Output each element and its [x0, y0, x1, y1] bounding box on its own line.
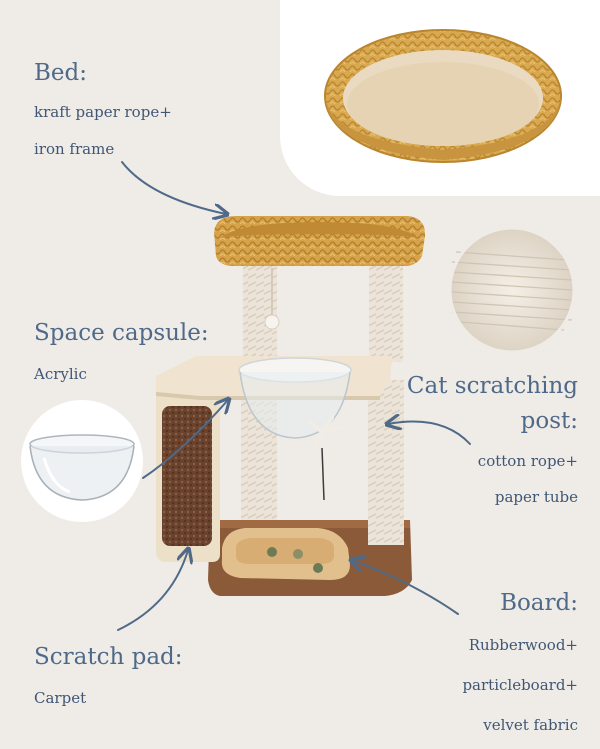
- feather-toy: [308, 416, 342, 446]
- arrow-pad: [117, 550, 188, 631]
- post-material-1: cotton rope+: [477, 452, 578, 470]
- pom-pom-toy: [264, 314, 280, 330]
- arrow-bed: [121, 161, 226, 214]
- ball-track-toy: [221, 528, 350, 580]
- top-bed: [214, 216, 426, 266]
- arrow-board: [352, 560, 459, 615]
- lower-post-right: [368, 380, 404, 545]
- cotton-rope-swatch: [448, 226, 576, 354]
- post-title-line-1: Cat scratching: [406, 373, 578, 399]
- post-label-block: Cat scratching post: cotton rope+ paper …: [407, 369, 578, 511]
- board-label-block: Board: Rubberwood+ particleboard+ velvet…: [462, 590, 578, 738]
- acrylic-capsule: [238, 357, 352, 439]
- board-title: Board:: [500, 590, 578, 616]
- upper-post-right: [369, 262, 403, 362]
- side-panel: [156, 392, 220, 562]
- pad-title: Scratch pad:: [34, 644, 183, 670]
- board-material-2: particleboard+: [462, 675, 578, 694]
- bed-material-2: iron frame: [34, 140, 115, 159]
- board-material-3: velvet fabric: [483, 716, 578, 735]
- bed-title: Bed:: [34, 60, 87, 86]
- capsule-material: Acrylic: [34, 364, 87, 383]
- bed-material-1: kraft paper rope+: [34, 102, 172, 121]
- bed-detail-card: [280, 0, 600, 196]
- arrow-post: [388, 422, 471, 445]
- post-title-line-2: post:: [520, 407, 578, 434]
- bed-label-block: Bed: kraft paper rope+ iron frame: [34, 60, 172, 163]
- pad-label-block: Scratch pad: Carpet: [34, 644, 183, 711]
- scratch-pad: [162, 406, 212, 546]
- post-material-2: paper tube: [494, 488, 578, 507]
- arrow-capsule: [142, 400, 228, 479]
- capsule-title: Space capsule:: [34, 320, 209, 346]
- pad-material: Carpet: [34, 688, 87, 707]
- callout-arrows: [117, 161, 471, 631]
- board-material-1: Rubberwood+: [468, 635, 578, 654]
- acrylic-bowl-swatch: [21, 400, 143, 522]
- wicker-bed-photo: [324, 29, 562, 163]
- capsule-label-block: Space capsule: Acrylic: [34, 320, 209, 387]
